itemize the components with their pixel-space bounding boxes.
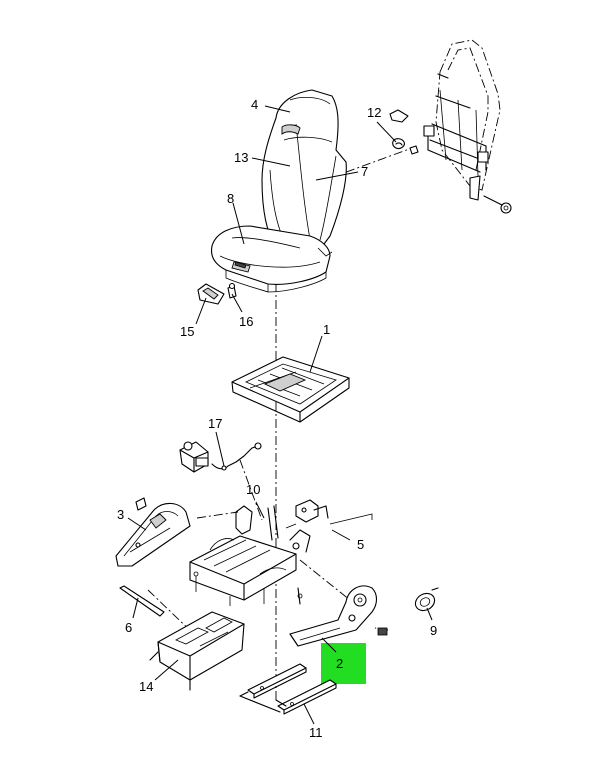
part-11-slide-rails[interactable] [239,663,337,715]
part-3-side-cover[interactable] [115,497,191,567]
callout-9[interactable]: 9 [430,623,437,638]
part-2-side-rail[interactable] [289,585,388,647]
callout-15[interactable]: 15 [180,324,194,339]
callout-6[interactable]: 6 [125,620,132,635]
backrest-frame[interactable] [423,39,512,214]
callout-3[interactable]: 3 [117,507,124,522]
callout-8[interactable]: 8 [227,191,234,206]
part-9-knob[interactable] [412,587,439,614]
callout-13[interactable]: 13 [234,150,248,165]
callout-17[interactable]: 17 [208,416,222,431]
callout-labels: 1 2 3 4 5 6 7 8 9 10 11 12 13 14 15 16 1… [117,97,437,740]
callout-2[interactable]: 2 [336,656,343,671]
part-15-control-bracket[interactable] [197,283,225,305]
part-10-adjuster-frame[interactable] [189,505,311,606]
callout-10[interactable]: 10 [246,482,260,497]
leader-lines [127,105,433,725]
part-16-pin[interactable] [227,282,237,299]
part-1-seat-pan[interactable] [231,356,350,423]
callout-12[interactable]: 12 [367,105,381,120]
seat-assembly-cushion-backrest[interactable] [210,89,347,293]
part-17-valve-harness[interactable] [179,441,262,473]
callout-14[interactable]: 14 [139,679,153,694]
part-12-spring-bracket[interactable] [389,109,419,155]
callout-11[interactable]: 11 [309,725,323,740]
part-14-base-bracket[interactable] [149,611,245,691]
callout-5[interactable]: 5 [357,537,364,552]
callout-7[interactable]: 7 [361,164,368,179]
callout-1[interactable]: 1 [323,322,330,337]
assembly-centerlines [147,147,413,700]
callout-16[interactable]: 16 [239,314,253,329]
callout-4[interactable]: 4 [251,97,258,112]
highlight-box-part-2[interactable] [321,643,366,684]
part-6-strap[interactable] [119,585,165,617]
part-5-mechanism[interactable] [285,499,373,529]
